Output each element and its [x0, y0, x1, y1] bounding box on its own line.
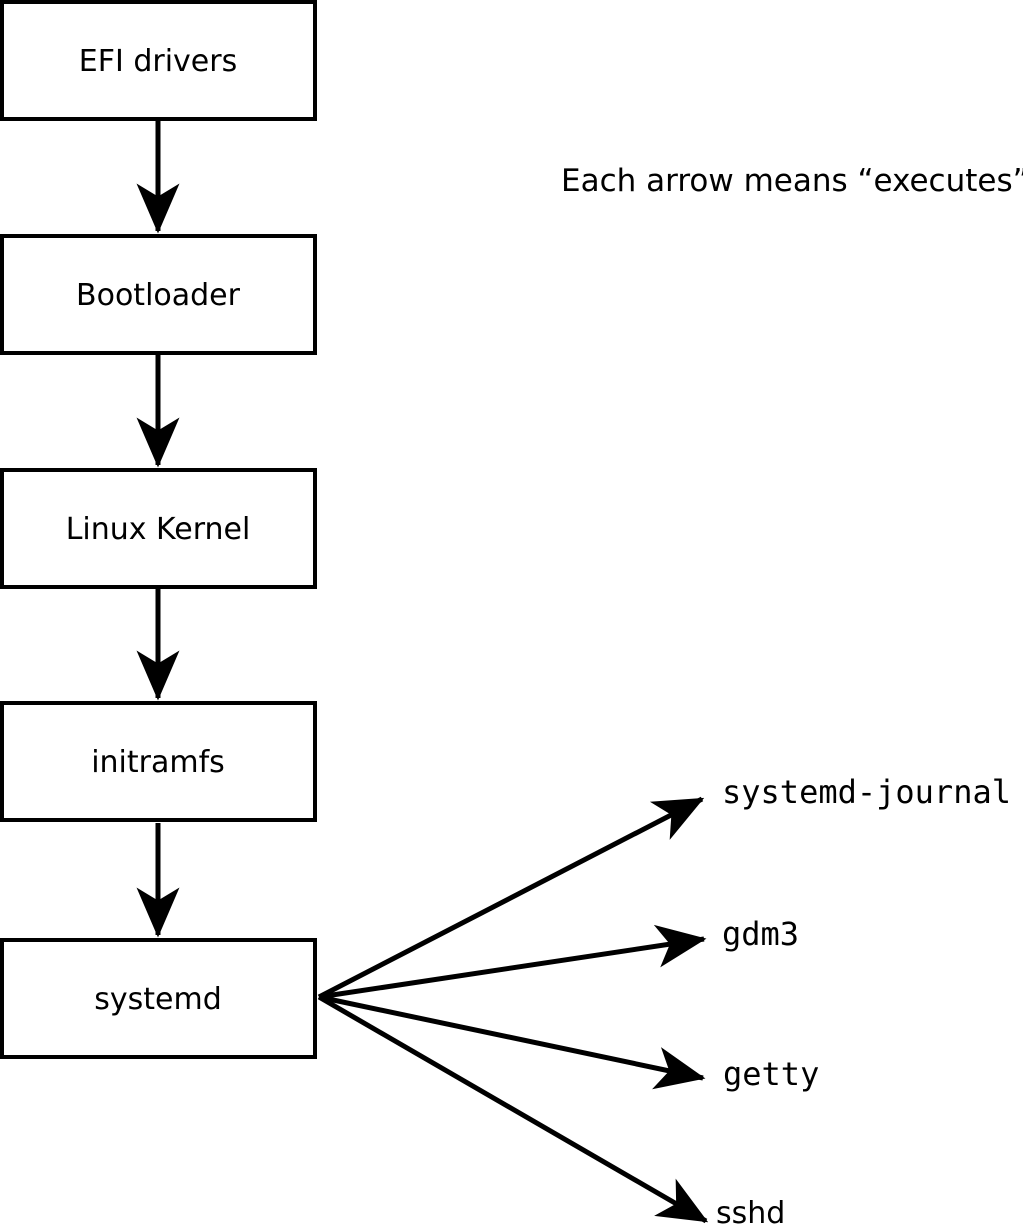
arrow-systemd-to-gdm3-icon: [318, 924, 707, 1000]
spawned-label-sshd: sshd: [716, 1196, 785, 1230]
node-linux-kernel-box: [0, 468, 317, 589]
node-initramfs: initramfs: [0, 701, 317, 822]
spawned-label-gdm3: gdm3: [722, 915, 799, 953]
arrow-systemd-to-sshd-icon: [317, 994, 709, 1224]
node-initramfs-label: initramfs: [91, 745, 225, 780]
node-initramfs-box: [0, 701, 317, 822]
spawned-label-getty: getty: [723, 1055, 819, 1093]
node-efi-drivers: EFI drivers: [0, 0, 317, 121]
node-bootloader-label: Bootloader: [76, 278, 241, 313]
node-efi-drivers-label: EFI drivers: [79, 44, 237, 79]
node-systemd-label: systemd: [94, 982, 222, 1017]
node-systemd: systemd: [0, 938, 317, 1059]
arrow-systemd-to-journal-icon: [317, 796, 705, 1000]
node-systemd-box: [0, 938, 317, 1059]
node-efi-drivers-box: [0, 0, 317, 121]
node-bootloader: Bootloader: [0, 234, 317, 355]
node-bootloader-box: [0, 234, 317, 355]
spawned-label-systemd-journal: systemd-journal: [722, 773, 1011, 811]
arrow-systemd-to-getty-icon: [318, 994, 706, 1090]
node-linux-kernel: Linux Kernel: [0, 468, 317, 589]
arrow-meaning-note: Each arrow means “executes”.: [561, 163, 1023, 199]
node-linux-kernel-label: Linux Kernel: [66, 512, 251, 547]
